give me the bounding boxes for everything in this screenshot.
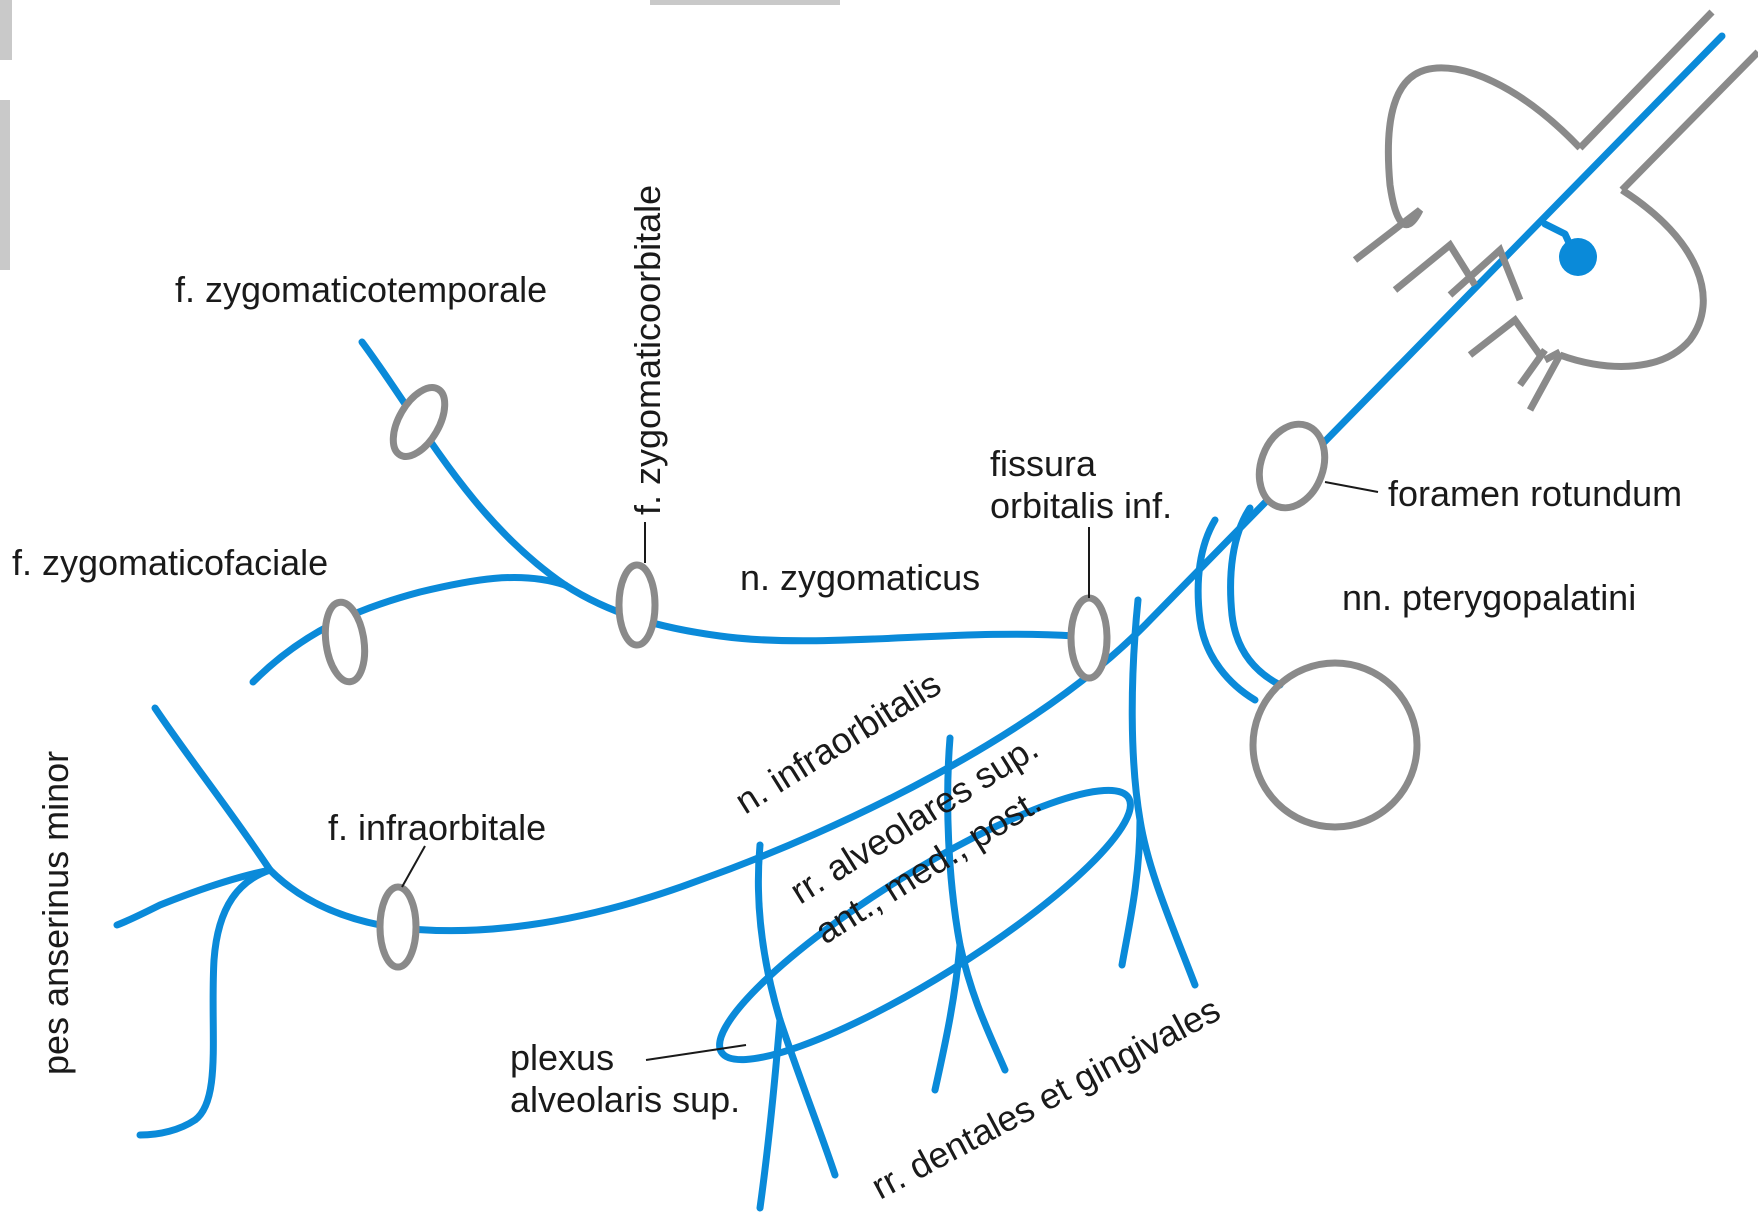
label-nn-pterygopalatini: nn. pterygopalatini	[1342, 577, 1636, 618]
anterior-alveolar-branch-lower	[756, 1016, 784, 1212]
leader-plexus	[645, 1044, 747, 1061]
zygomaticofacial-branch	[249, 573, 569, 686]
cranial-base-outline	[1352, 9, 1758, 412]
label-n-zygomaticus: n. zygomaticus	[740, 557, 980, 598]
fissura-orbitalis-inf-ring	[1067, 594, 1111, 682]
label-plexus-line2: alveolaris sup.	[510, 1079, 740, 1120]
label-f-zygomaticotemporale: f. zygomaticotemporale	[175, 269, 547, 310]
label-plexus-line1: plexus	[510, 1037, 614, 1078]
foramen-rotundum-ring	[1255, 420, 1329, 512]
leader-lines	[401, 481, 1379, 1061]
nerve-trunks	[113, 32, 1726, 1212]
f-zygomaticofaciale-ring	[321, 598, 369, 686]
background-photo-fragments	[0, 0, 840, 270]
pterygoid-process-1	[1392, 239, 1478, 293]
pes-anserinus-upper-branch	[151, 704, 274, 874]
label-f-zygomaticoorbitale: f. zygomaticoorbitale	[627, 185, 668, 515]
label-foramen-rotundum: foramen rotundum	[1388, 473, 1682, 514]
superior-alveolar-plexus	[716, 786, 1134, 1064]
pterygopalatine-ganglion	[1249, 659, 1421, 831]
pterygopalatine-nerve-outer	[1194, 516, 1259, 704]
label-fissura-line1: fissura	[990, 443, 1097, 484]
middle-alveolar-branch	[944, 734, 1009, 1074]
bony-structures	[321, 9, 1758, 971]
pterygoid-process-4	[1517, 347, 1548, 388]
label-f-infraorbitale: f. infraorbitale	[328, 807, 546, 848]
leader-foramen-rotundum	[1324, 481, 1379, 493]
label-f-zygomaticofaciale: f. zygomaticofaciale	[12, 542, 328, 583]
label-pes-anserinus-minor: pes anserinus minor	[35, 751, 76, 1075]
pterygoid-process-2	[1447, 244, 1524, 302]
zygomaticotemporal-branch	[358, 338, 569, 589]
maxillary-nerve-trunk	[266, 32, 1726, 935]
pterygopalatine-nerve-inner	[1227, 504, 1284, 689]
f-infraorbitale-ring	[376, 883, 420, 971]
label-fissura-line2: orbitalis inf.	[990, 485, 1172, 526]
posterior-alveolar-branch-lateral	[1118, 816, 1144, 969]
pes-anserinus-lower-branch	[136, 866, 274, 1139]
f-zygomaticoorbitale-ring	[615, 561, 659, 649]
pes-anserinus-middle-branch	[113, 866, 274, 929]
label-rr-dentales: rr. dentales et gingivales	[865, 989, 1227, 1207]
posterior-alveolar-branch	[1128, 596, 1199, 989]
labels: f. zygomaticotemporale f. zygomaticoorbi…	[12, 185, 1682, 1207]
ganglion-dot	[1559, 238, 1597, 276]
pterygoid-process-3	[1467, 314, 1543, 358]
f-zygomaticotemporale-ring	[389, 384, 449, 460]
leader-f-infraorbitale	[401, 845, 426, 888]
